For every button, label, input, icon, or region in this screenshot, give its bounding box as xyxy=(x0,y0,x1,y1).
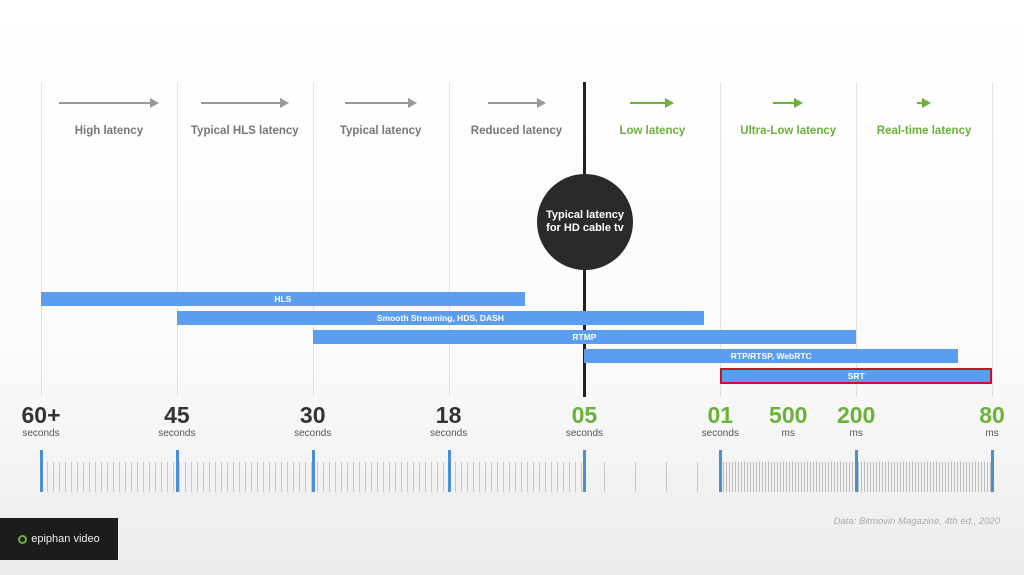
protocol-bar-smooth-streaming-hds-dash: Smooth Streaming, HDS, DASH xyxy=(176,311,704,325)
column-label: Typical HLS latency xyxy=(190,125,299,137)
scale-value: 500 xyxy=(769,402,808,428)
column-header: High latency xyxy=(44,96,174,138)
arrow-right-icon xyxy=(200,96,289,110)
arrow-shaft xyxy=(200,102,281,104)
protocol-bar-rtmp: RTMP xyxy=(312,330,857,344)
arrow-head xyxy=(665,98,675,108)
arrow-right-icon xyxy=(344,96,417,110)
scale-value: 60+ xyxy=(21,402,61,428)
column-header: Typical latency xyxy=(316,96,446,138)
column-header: Typical HLS latency xyxy=(180,96,310,138)
arrow-shaft xyxy=(487,102,538,104)
arrow-head xyxy=(794,98,804,108)
epiphan-logo-icon xyxy=(18,534,28,544)
minor-ticks xyxy=(584,462,721,492)
major-tick xyxy=(583,450,587,492)
protocol-bar-hls: HLS xyxy=(41,292,525,306)
marker-label: Typical latency for HD cable tv xyxy=(545,209,625,234)
arrow-right-icon xyxy=(773,96,804,110)
arrow-right-icon xyxy=(487,96,546,110)
logo-text: epiphan video xyxy=(31,533,100,545)
major-tick xyxy=(40,450,43,492)
scale-value: 18 xyxy=(435,402,462,428)
scale-value: 200 xyxy=(836,402,876,428)
arrow-head xyxy=(149,98,159,108)
grid-line xyxy=(312,82,314,397)
scale-value: 05 xyxy=(571,402,598,428)
epiphan-logo: epiphan video xyxy=(0,518,118,560)
column-header: Real-time latency xyxy=(859,96,989,138)
grid-line xyxy=(176,82,178,397)
major-tick xyxy=(719,450,723,492)
arrow-shaft xyxy=(917,102,924,104)
scale-label: 60+seconds xyxy=(6,402,76,440)
arrow-head xyxy=(536,98,546,108)
arrow-shaft xyxy=(773,102,796,104)
arrow-head xyxy=(407,98,417,108)
arrow-head xyxy=(922,98,932,108)
arrow-shaft xyxy=(630,102,667,104)
scale-unit: seconds xyxy=(294,428,332,439)
arrow-shaft xyxy=(344,102,409,104)
grid-line xyxy=(992,82,994,397)
scale-value: 45 xyxy=(164,402,190,428)
column-header: Ultra-Low latency xyxy=(723,96,853,138)
column-label: Typical latency xyxy=(339,125,422,137)
major-tick xyxy=(175,450,179,492)
protocol-bar-srt: SRT xyxy=(720,368,993,384)
scale-unit: seconds xyxy=(701,428,739,439)
grid-line xyxy=(41,82,42,397)
scale-unit: seconds xyxy=(158,428,196,439)
grid-line xyxy=(448,82,450,397)
major-tick xyxy=(311,450,315,492)
arrow-right-icon xyxy=(917,96,932,110)
column-label: High latency xyxy=(74,125,144,137)
arrow-shaft xyxy=(58,102,151,104)
scale-unit: seconds xyxy=(429,428,468,439)
scale-unit: seconds xyxy=(22,428,60,439)
scale-value: 30 xyxy=(299,402,326,428)
grid-line xyxy=(720,82,722,397)
arrow-right-icon xyxy=(630,96,675,110)
grid-line xyxy=(856,82,858,397)
column-header: Low latency xyxy=(587,96,717,138)
scale-value: 01 xyxy=(707,402,734,428)
protocol-bar-rtp-rtsp-webrtc: RTP/RTSP, WebRTC xyxy=(584,349,959,363)
major-tick xyxy=(991,450,995,492)
column-header: Reduced latency xyxy=(452,96,582,138)
arrow-head xyxy=(279,98,289,108)
major-tick xyxy=(447,450,451,492)
column-label: Ultra-Low latency xyxy=(740,125,837,137)
column-label: Low latency xyxy=(619,125,686,137)
column-label: Real-time latency xyxy=(876,125,972,137)
scale-unit: ms xyxy=(781,428,795,439)
scale-unit: ms xyxy=(985,428,999,439)
scale-unit: seconds xyxy=(565,428,604,439)
source-credit: Data: Bitmovin Magazine, 4th ed., 2020 xyxy=(833,516,1000,527)
scale-unit: ms xyxy=(849,428,863,439)
arrow-right-icon xyxy=(58,96,159,110)
major-tick xyxy=(855,450,859,492)
scale-value: 80 xyxy=(979,402,1005,428)
cable-tv-marker: Typical latency for HD cable tv xyxy=(537,174,633,270)
column-label: Reduced latency xyxy=(470,125,563,137)
